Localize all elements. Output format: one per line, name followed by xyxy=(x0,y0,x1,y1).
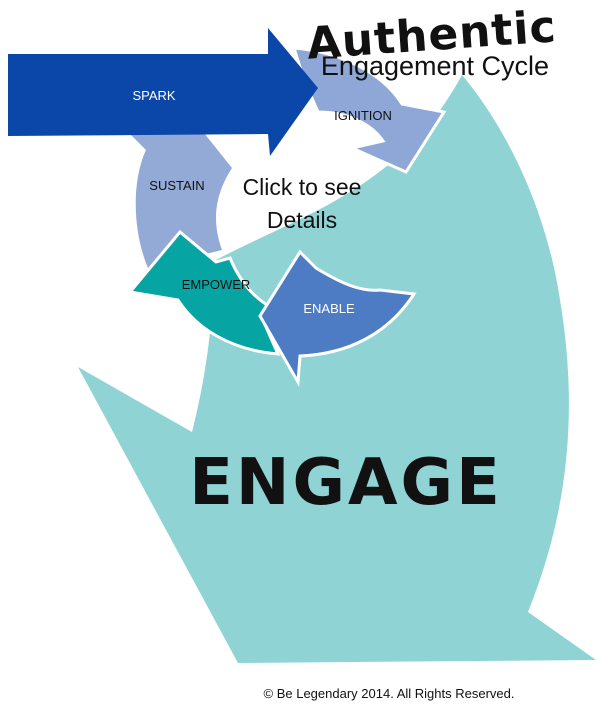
empower-label: EMPOWER xyxy=(182,277,251,292)
spark-label: SPARK xyxy=(132,88,175,103)
sustain-label: SUSTAIN xyxy=(149,178,204,193)
cta-line-1: Click to see xyxy=(243,174,362,200)
click-to-see-details-link[interactable]: Click to see Details xyxy=(243,174,362,233)
ignition-segment[interactable] xyxy=(291,46,447,174)
engage-label: ENGAGE xyxy=(189,446,503,520)
cta-line-2: Details xyxy=(267,207,337,233)
copyright-text: © Be Legendary 2014. All Rights Reserved… xyxy=(264,686,515,701)
enable-label: ENABLE xyxy=(303,301,355,316)
engage-arrow xyxy=(78,75,596,663)
title-sub: Engagement Cycle xyxy=(321,51,549,81)
spark-arrow[interactable] xyxy=(8,28,318,156)
enable-segment[interactable] xyxy=(258,249,417,387)
ignition-label: IGNITION xyxy=(334,108,392,123)
sustain-segment[interactable] xyxy=(124,128,232,268)
